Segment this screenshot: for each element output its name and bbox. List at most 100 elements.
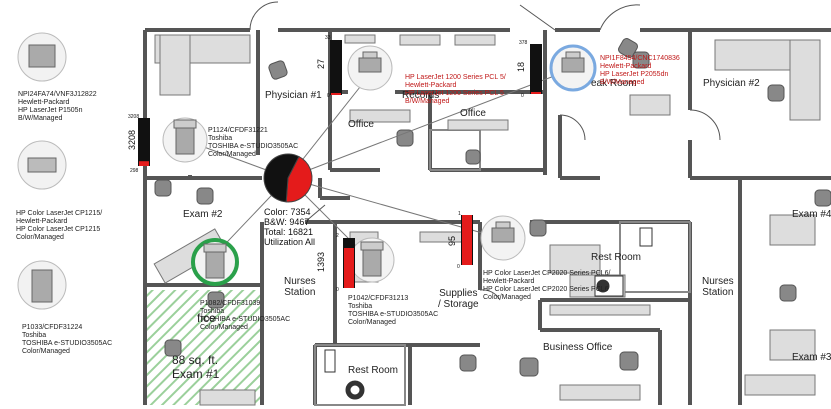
bar-5-bottom: 0 [457,264,460,270]
device-3-line-4: B/W/Managed [600,79,645,86]
device-caption-6: HP Color LaserJet CP2020 Series PCL6/ He… [483,270,643,302]
bar-3-frame [530,44,542,94]
supplies-line-2: / Storage [438,299,479,310]
device-1-line-1: P1124/CFDF31221 [208,127,268,134]
room-nurses-station-2: Nurses Station [702,276,734,298]
device-caption-5: P1042/CFDF31213 Toshiba TOSHIBA e-STUDIO… [348,295,458,327]
room-exam-1: 88 sq. ft. Exam #1 [172,353,219,381]
device-5-line-1: P1042/CFDF31213 [348,295,409,302]
room-rest-room-1: Rest Room [348,365,399,376]
legend-1-line-4: B/W/Managed [18,115,63,122]
device-caption-2: HP LaserJet 1200 Series PCL 5/ Hewlett-P… [405,74,545,106]
bar-1-fill [139,161,149,166]
bar-3-fill [531,92,541,94]
bar-1-frame [138,118,150,166]
device-caption-3: NPI1F8454/CNC1740836 Hewlett-Packard HP … [600,55,710,87]
supplies-line-1: Supplies [439,288,478,299]
legend-1-line-3: HP LaserJet P1505n [18,107,83,114]
device-2-line-1: HP LaserJet 1200 Series PCL 5/ [405,74,506,81]
room-supplies: Supplies / Storage [438,288,479,310]
legend-caption-3: P1033/CFDF31224 Toshiba TOSHIBA e-STUDIO… [22,324,112,356]
device-6-line-4: Color/Managed [483,294,531,301]
exam-1-line-2: Exam #1 [172,367,220,381]
device-6-line-3: HP Color LaserJet CP2020 Series PCL6 [483,286,609,293]
room-business-office: Business Office [543,342,613,353]
device-6-line-1: HP Color LaserJet CP2020 Series PCL6/ [483,270,611,277]
utilization-summary: Color: 7354 B&W: 9467 Total: 16821 Utili… [264,207,315,247]
bar-4-label: 1393 [316,251,327,273]
device-caption-4: P1082/CFDF31039 Toshiba TOSHIBA e-STUDIO… [200,300,310,332]
legend-1-line-2: Hewlett-Packard [18,99,70,106]
room-nurses-station-1: Nurses Station [284,276,316,298]
legend-3-line-3: TOSHIBA e-STUDIO3505AC [22,340,113,347]
legend-1-line-1: NPI24FA74/VNF3J12822 [18,91,97,98]
pie-slice-bw [263,153,300,203]
chairs [154,38,831,377]
bar-2-bottom: 0 [327,93,330,99]
device-4-line-3: TOSHIBA e-STUDIO3505AC [200,316,291,323]
device-4-line-2: Toshiba [200,308,225,315]
room-physician-2: Physician #2 [703,78,760,89]
utilization-color: Color: 7354 [264,207,311,217]
room-exam-2: Exam #2 [183,209,223,220]
legend-2-line-2: Hewlett-Packard [16,218,68,225]
nurses-station-2-line-2: Station [702,287,734,298]
device-2-line-2: Hewlett-Packard [405,82,457,89]
utilization-pie-chart [263,153,313,203]
legend-2-line-4: Color/Managed [16,234,64,241]
device-3-line-1: NPI1F8454/CNC1740836 [600,55,680,62]
legend-3-line-2: Toshiba [22,332,47,339]
legend-3-line-1: P1033/CFDF31224 [22,324,83,331]
bar-4-fill [344,248,354,288]
bar-3-bottom: 0 [521,93,524,99]
utilization-bars [138,40,542,288]
legend-2-line-3: HP Color LaserJet CP1215 [16,226,101,233]
exam1-area [145,290,260,405]
bar-4-top: 2 [336,233,339,239]
nurses-station-1-line-1: Nurses [284,276,316,287]
device-4-line-1: P1082/CFDF31039 [200,300,261,307]
bar-2-label: 27 [316,58,327,70]
device-2-line-3: HP LaserJet 1200 Series PCL 5 [405,90,504,97]
device-2-line-4: B/W/Managed [405,98,450,105]
room-office-partial: fice [197,311,216,325]
device-3-line-2: Hewlett-Packard [600,63,652,70]
device-4-line-4: Color/Managed [200,324,248,331]
device-5-line-4: Color/Managed [348,319,396,326]
bar-5-top: 1 [458,211,461,217]
legend-icons [17,32,67,310]
bar-2-frame [330,40,342,95]
device-1-line-3: TOSHIBA e-STUDIO3505AC [208,143,299,150]
bar-1-bottom: 298 [130,168,139,174]
bar-4-bottom: 0 [336,287,339,293]
device-1-line-2: Toshiba [208,135,233,142]
device-1-line-4: Color/Managed [208,151,256,158]
bar-5-fill [462,215,472,265]
device-caption-1: P1124/CFDF31221 Toshiba TOSHIBA e-STUDIO… [208,127,328,159]
legend-3-line-4: Color/Managed [22,348,70,355]
utilization-bw: B&W: 9467 [264,217,310,227]
utilization-total: Total: 16821 [264,227,314,237]
exam-1-line-1: 88 sq. ft. [172,353,219,367]
device-3-line-3: HP LaserJet P2055dn [600,71,669,78]
room-office-1: Office [348,119,374,130]
device-5-line-2: Toshiba [348,303,373,310]
room-break-room: eak Room [591,78,637,89]
room-exam-3: Exam #3 [792,352,831,363]
device-5-line-3: TOSHIBA e-STUDIO3505AC [348,311,439,318]
bar-2-top: 33 [325,35,331,41]
legend-caption-2: HP Color LaserJet CP1215/ Hewlett-Packar… [16,210,102,242]
bar-3-top: 378 [519,40,528,46]
legend-caption-1: NPI24FA74/VNF3J12822 Hewlett-Packard HP … [18,91,97,123]
bar-5-label: 95 [447,235,458,247]
room-office-2: Office [460,108,486,119]
utilization-all: Utilization All [264,237,316,247]
legend-2-line-1: HP Color LaserJet CP1215/ [16,210,103,217]
room-records: Records [402,90,440,101]
room-exam-4: Exam #4 [792,209,831,220]
bar-3-label: 18 [516,61,527,73]
room-rest-room-2: Rest Room [591,252,642,263]
bar-1-label: 3208 [127,129,138,151]
